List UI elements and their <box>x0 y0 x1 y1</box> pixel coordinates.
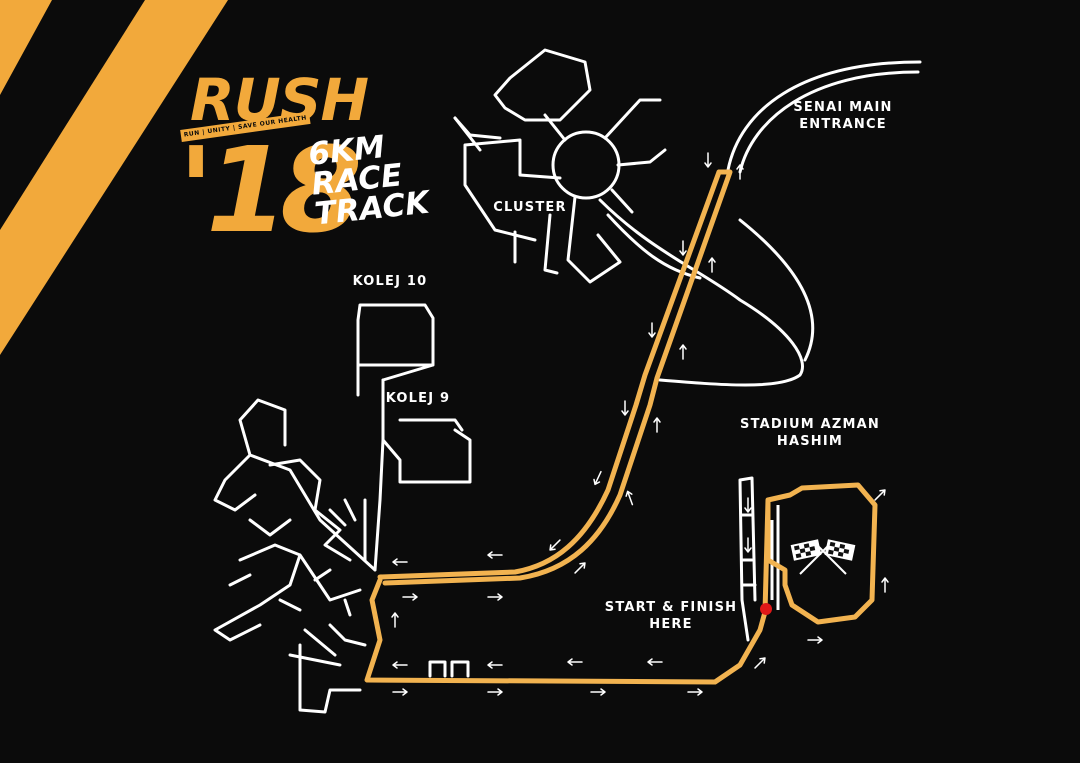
label-start-line2: HERE <box>649 617 693 632</box>
arrow-icon <box>593 470 602 486</box>
label-senai-line2: ENTRANCE <box>799 117 887 132</box>
route-stadium-loop <box>762 482 878 625</box>
arrow-icon <box>567 658 583 666</box>
road-cluster-north-block <box>493 48 592 122</box>
route-south-loop <box>364 577 768 685</box>
arrow-icon <box>679 344 687 360</box>
arrow-icon <box>621 400 629 416</box>
arrow-icon <box>881 577 889 593</box>
road-network <box>213 48 922 714</box>
arrow-icon <box>392 688 408 696</box>
road-west-maze <box>213 453 367 714</box>
road-main-highway-2 <box>738 70 920 174</box>
arrow-icon <box>679 240 687 256</box>
arrow-icon <box>392 661 408 669</box>
arrow-icon <box>708 257 716 273</box>
road-cluster-west <box>453 116 517 264</box>
road-west-grid <box>228 498 367 667</box>
stadium-inner-track <box>770 505 780 610</box>
road-main-highway <box>726 60 922 172</box>
road-east-link <box>606 213 815 362</box>
arrow-icon <box>487 551 503 559</box>
stadium-track <box>770 505 780 610</box>
label-senai-entrance: SENAI MAIN ENTRANCE <box>788 99 898 133</box>
race-track-title: 6KM RACE TRACK <box>307 126 446 232</box>
road-west-corridor <box>238 398 385 572</box>
road-east-loop <box>598 198 804 387</box>
brand-year: '18 <box>178 121 362 259</box>
lane-stripe-left <box>0 0 52 95</box>
arrow-icon <box>653 417 661 433</box>
lane-stripe-right <box>0 0 228 355</box>
road-kolej10-block <box>356 303 435 397</box>
arrow-icon <box>704 152 712 168</box>
label-stadium: STADIUM AZMAN HASHIM <box>740 416 880 450</box>
chequered-flags-icon <box>790 539 856 575</box>
arrow-icon <box>754 657 766 669</box>
label-kolej-9: KOLEJ 9 <box>385 391 451 406</box>
arrow-icon <box>648 322 656 338</box>
label-kolej-10: KOLEJ 10 <box>352 274 428 289</box>
road-stadium-west <box>738 476 757 642</box>
route-north-leg-return <box>377 169 722 580</box>
arrow-icon <box>590 688 606 696</box>
label-senai-line1: SENAI MAIN <box>793 100 893 115</box>
label-start-line1: START & FINISH <box>604 600 738 615</box>
label-start-finish: START & FINISH HERE <box>604 599 738 633</box>
arrow-icon <box>647 658 663 666</box>
arrow-icon <box>744 497 752 513</box>
race-route <box>364 169 878 685</box>
direction-arrows <box>391 152 889 696</box>
arrow-icon <box>736 164 744 180</box>
arrow-icon <box>549 539 561 551</box>
road-cluster-spokes <box>453 98 667 284</box>
road-cluster-roundabout <box>551 130 621 200</box>
arrow-icon <box>391 612 399 628</box>
arrow-icon <box>625 490 634 506</box>
arrow-icon <box>687 688 703 696</box>
arrow-icon <box>392 558 408 566</box>
road-stadium-spurs <box>740 513 757 587</box>
label-stadium-line2: HASHIM <box>776 434 844 449</box>
arrow-icon <box>744 537 752 553</box>
arrow-icon <box>402 593 418 601</box>
lane-stripes <box>0 0 228 355</box>
arrow-icon <box>574 562 586 574</box>
road-bottom-block <box>428 660 470 678</box>
route-north-leg <box>382 169 733 586</box>
arrow-icon <box>807 636 823 644</box>
arrow-icon <box>487 593 503 601</box>
label-cluster: CLUSTER <box>493 200 567 215</box>
arrow-icon <box>874 489 886 501</box>
start-finish-marker <box>760 603 772 615</box>
label-stadium-line1: STADIUM AZMAN <box>740 417 880 432</box>
arrow-icon <box>487 688 503 696</box>
arrow-icon <box>487 661 503 669</box>
